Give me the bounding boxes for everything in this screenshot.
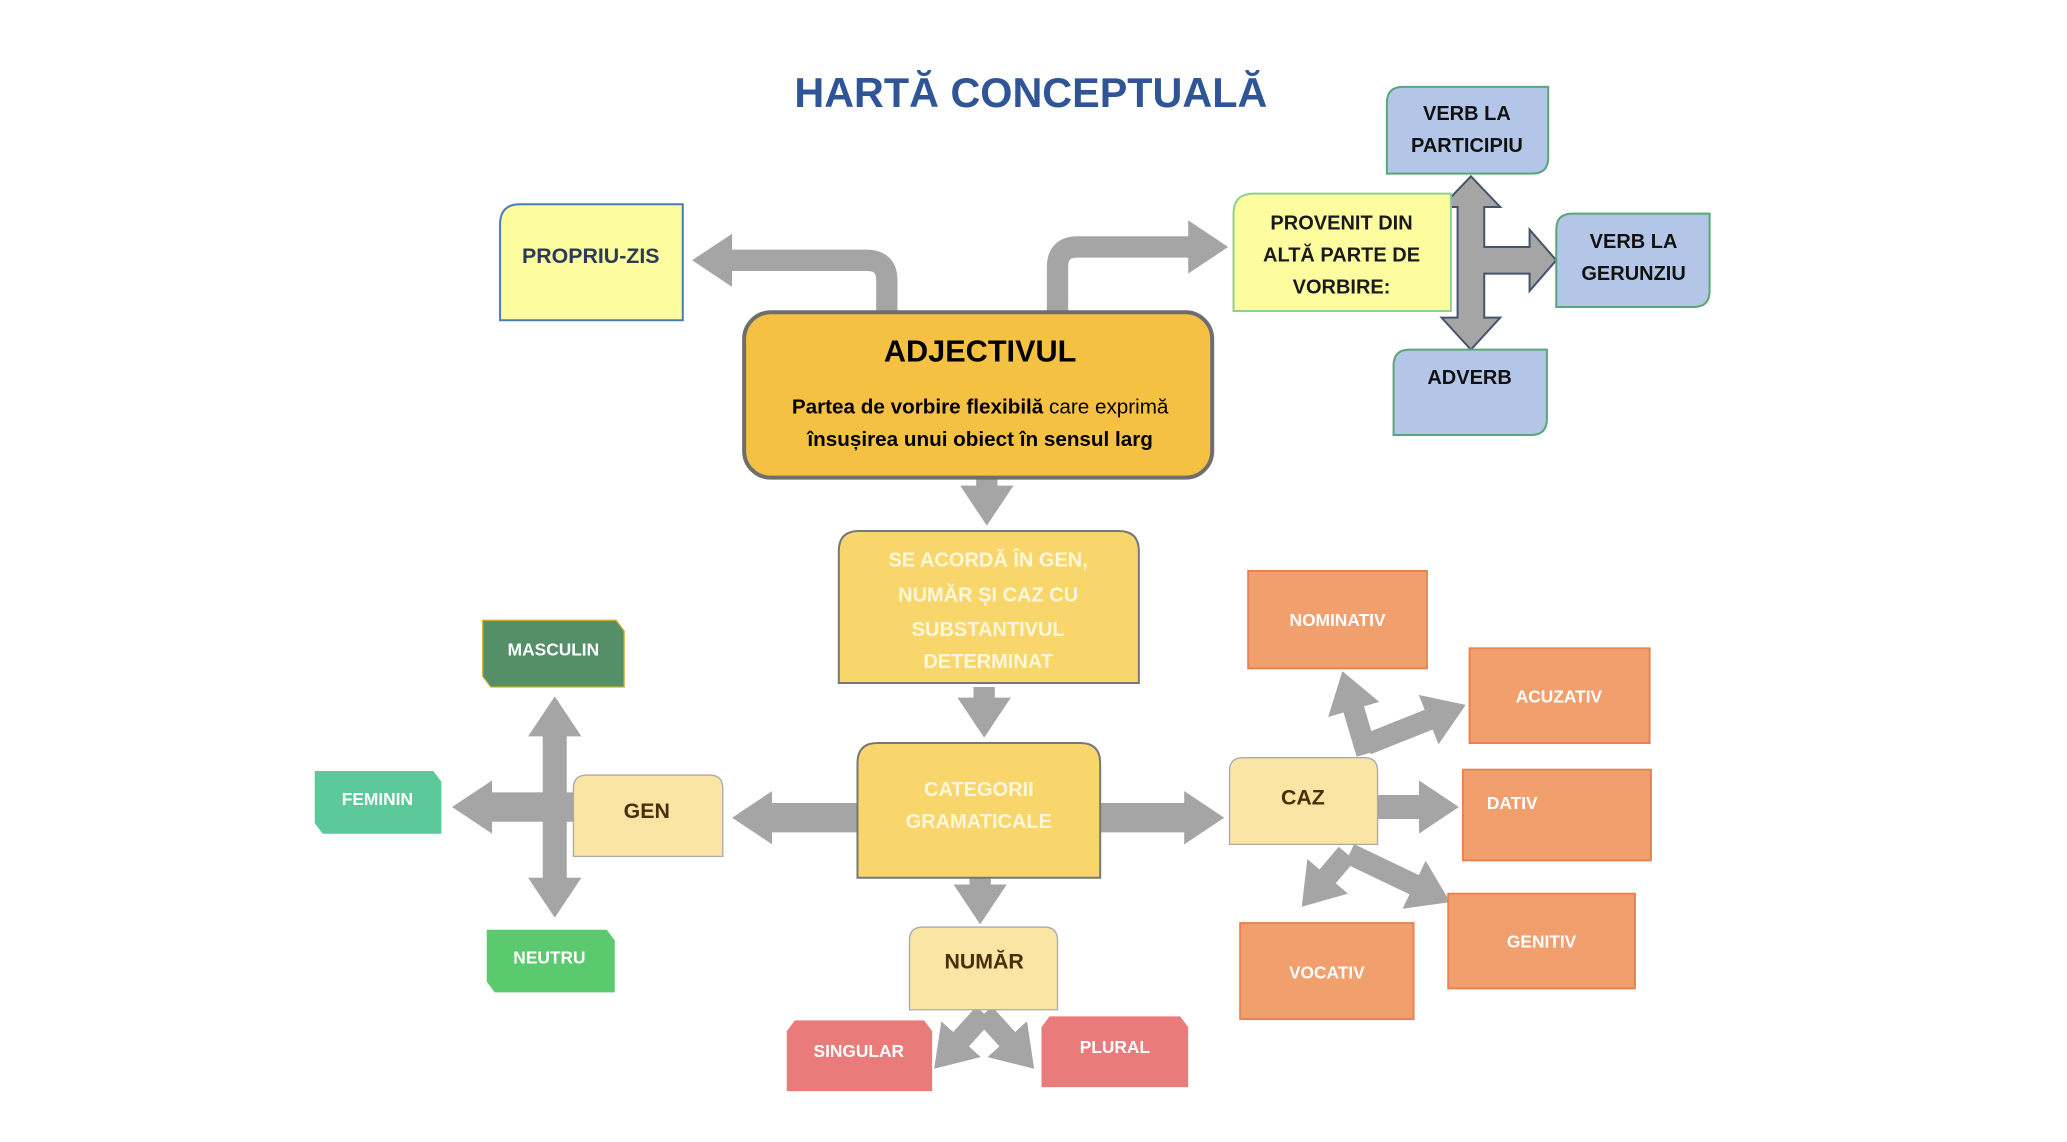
svg-text:NEUTRU: NEUTRU — [513, 948, 585, 968]
box-propriu-zis: PROPRIU-ZIS — [499, 203, 684, 322]
svg-text:PROPRIU-ZIS: PROPRIU-ZIS — [522, 244, 659, 268]
main-title: ADJECTIVUL — [884, 335, 1076, 369]
svg-text:PLURAL: PLURAL — [1080, 1037, 1151, 1057]
box-nominativ: NOMINATIV — [1247, 569, 1428, 670]
svg-text:DATIV: DATIV — [1487, 793, 1538, 813]
svg-text:NOMINATIV: NOMINATIV — [1290, 610, 1386, 630]
box-genitiv: GENITIV — [1447, 892, 1636, 990]
box-masculin: MASCULIN — [482, 619, 625, 688]
box-feminin: FEMININ — [314, 771, 442, 834]
svg-text:CAZ: CAZ — [1281, 786, 1325, 810]
svg-text:ACUZATIV: ACUZATIV — [1516, 686, 1603, 706]
origin-cross-arrow — [1439, 174, 1558, 352]
box-acuzativ: ACUZATIV — [1468, 647, 1651, 745]
arrow-to-propriu — [692, 233, 898, 311]
main-definition-line2: însușirea unui obiect în sensul larg — [806, 428, 1152, 451]
arrows — [452, 174, 1558, 1069]
box-caz: CAZ — [1228, 757, 1379, 846]
arrow-to-genitiv — [1344, 844, 1451, 909]
arrow-to-nominativ — [1328, 671, 1380, 757]
box-adverb: ADVERB — [1392, 348, 1548, 436]
box-gen: GEN — [572, 774, 724, 858]
svg-text:SINGULAR: SINGULAR — [814, 1041, 905, 1061]
box-neutru: NEUTRU — [486, 929, 615, 993]
arrow-to-acuzativ — [1362, 694, 1466, 755]
page-title: HARTĂ CONCEPTUALĂ — [794, 70, 1267, 116]
main-definition-line1: Partea de vorbire flexibilă care exprimă — [792, 396, 1169, 419]
svg-text:NUMĂR: NUMĂR — [944, 949, 1023, 974]
arrow-to-plural — [976, 1006, 1035, 1069]
box-singular: SINGULAR — [786, 1020, 933, 1092]
arrow-to-provenit — [1046, 220, 1229, 311]
svg-text:VOCATIV: VOCATIV — [1289, 962, 1365, 982]
box-vocativ: VOCATIV — [1239, 922, 1415, 1021]
svg-text:GEN: GEN — [624, 799, 670, 823]
svg-text:FEMININ: FEMININ — [342, 789, 413, 809]
svg-text:MASCULIN: MASCULIN — [508, 640, 599, 660]
svg-text:GENITIV: GENITIV — [1507, 932, 1577, 952]
box-plural: PLURAL — [1041, 1016, 1189, 1088]
svg-text:ADVERB: ADVERB — [1427, 367, 1511, 389]
box-numar: NUMĂR — [908, 926, 1059, 1011]
box-dativ: DATIV — [1461, 768, 1652, 862]
box-adjectivul: ADJECTIVUL Partea de vorbire flexibilă c… — [742, 310, 1215, 480]
arrow-to-vocativ — [1301, 846, 1356, 907]
svg-text:SE ACORDĂ ÎN GEN,NUMĂR ȘI CAZ: SE ACORDĂ ÎN GEN,NUMĂR ȘI CAZ CUSUBSTANT… — [889, 548, 1088, 673]
